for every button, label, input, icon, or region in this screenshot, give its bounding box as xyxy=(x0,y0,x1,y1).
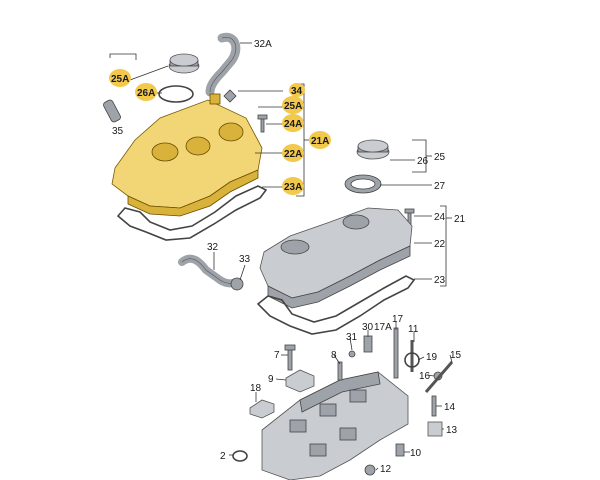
tube-35[interactable] xyxy=(102,99,121,123)
rod-15[interactable] xyxy=(424,361,454,393)
leader-lines xyxy=(109,42,453,471)
gray-cylinder-head-cover-group xyxy=(178,139,416,335)
breather-hose-32[interactable] xyxy=(178,254,240,288)
bolt-14[interactable] xyxy=(431,395,437,417)
callout-23a: 23A xyxy=(284,182,302,193)
callout-11: 11 xyxy=(408,324,419,335)
callout-33: 33 xyxy=(239,254,251,265)
callout-17a: 17A xyxy=(374,322,392,333)
seal-2[interactable] xyxy=(232,450,248,462)
callout-19: 19 xyxy=(426,352,438,363)
bolt-8[interactable] xyxy=(337,361,343,381)
callout-23: 23 xyxy=(434,275,446,286)
cover-gasket-23a[interactable] xyxy=(116,185,268,241)
cover-gasket-23[interactable] xyxy=(256,275,416,335)
callout-27: 27 xyxy=(434,181,446,192)
cylinder-head-cover-gold[interactable] xyxy=(111,99,263,209)
sensor-30[interactable] xyxy=(363,335,373,353)
callout-21: 21 xyxy=(454,214,466,225)
callout-18: 18 xyxy=(250,383,262,394)
clip-33[interactable] xyxy=(230,277,244,291)
callout-22a: 22A xyxy=(284,149,302,160)
callout-34: 34 xyxy=(291,86,303,97)
plug-12[interactable] xyxy=(364,464,376,476)
cylinder-head-group xyxy=(232,327,454,480)
callout-22: 22 xyxy=(434,239,446,250)
callout-12: 12 xyxy=(380,464,392,475)
callout-21a: 21A xyxy=(311,136,329,147)
callout-13: 13 xyxy=(446,425,458,436)
bolt-31[interactable] xyxy=(348,350,356,358)
highlight-badges xyxy=(109,69,331,195)
valve-34[interactable] xyxy=(223,89,237,103)
callout-14: 14 xyxy=(444,402,456,413)
bolt-10[interactable] xyxy=(395,443,405,457)
callout-8: 8 xyxy=(331,350,337,361)
gold-cylinder-head-cover-group xyxy=(102,32,268,241)
callout-32a: 32A xyxy=(254,39,272,50)
callout-30: 30 xyxy=(362,322,374,333)
callout-35: 35 xyxy=(112,126,124,137)
callout-26a: 26A xyxy=(137,88,155,99)
callout-labels: 32A 25A 26A 34 25A 24A 21A 22A 35 23A 25… xyxy=(111,39,466,475)
callout-26: 26 xyxy=(417,156,429,167)
bearing-cap-18[interactable] xyxy=(249,399,275,419)
callout-31: 31 xyxy=(346,332,358,343)
bracket-13[interactable] xyxy=(427,421,443,437)
stud-17[interactable] xyxy=(393,327,399,379)
callout-15: 15 xyxy=(450,350,462,361)
bolt-24a[interactable] xyxy=(260,117,265,133)
callout-17: 17 xyxy=(392,314,404,325)
bolt-7[interactable] xyxy=(287,347,293,371)
callout-24: 24 xyxy=(434,212,446,223)
callout-32: 32 xyxy=(207,242,219,253)
breather-hose-32a[interactable] xyxy=(205,32,241,97)
callout-16: 16 xyxy=(419,371,431,382)
callout-10: 10 xyxy=(410,448,422,459)
callout-24a: 24A xyxy=(284,119,302,130)
callout-25a: 25A xyxy=(111,74,129,85)
callout-9: 9 xyxy=(268,374,274,385)
callout-25: 25 xyxy=(434,152,446,163)
cap-seal-26a[interactable] xyxy=(158,85,194,103)
callout-7: 7 xyxy=(274,350,280,361)
callout-25a-right: 25A xyxy=(284,101,302,112)
bearing-cap-9[interactable] xyxy=(285,369,315,393)
callout-2: 2 xyxy=(220,451,226,462)
seal-19[interactable] xyxy=(404,352,420,368)
